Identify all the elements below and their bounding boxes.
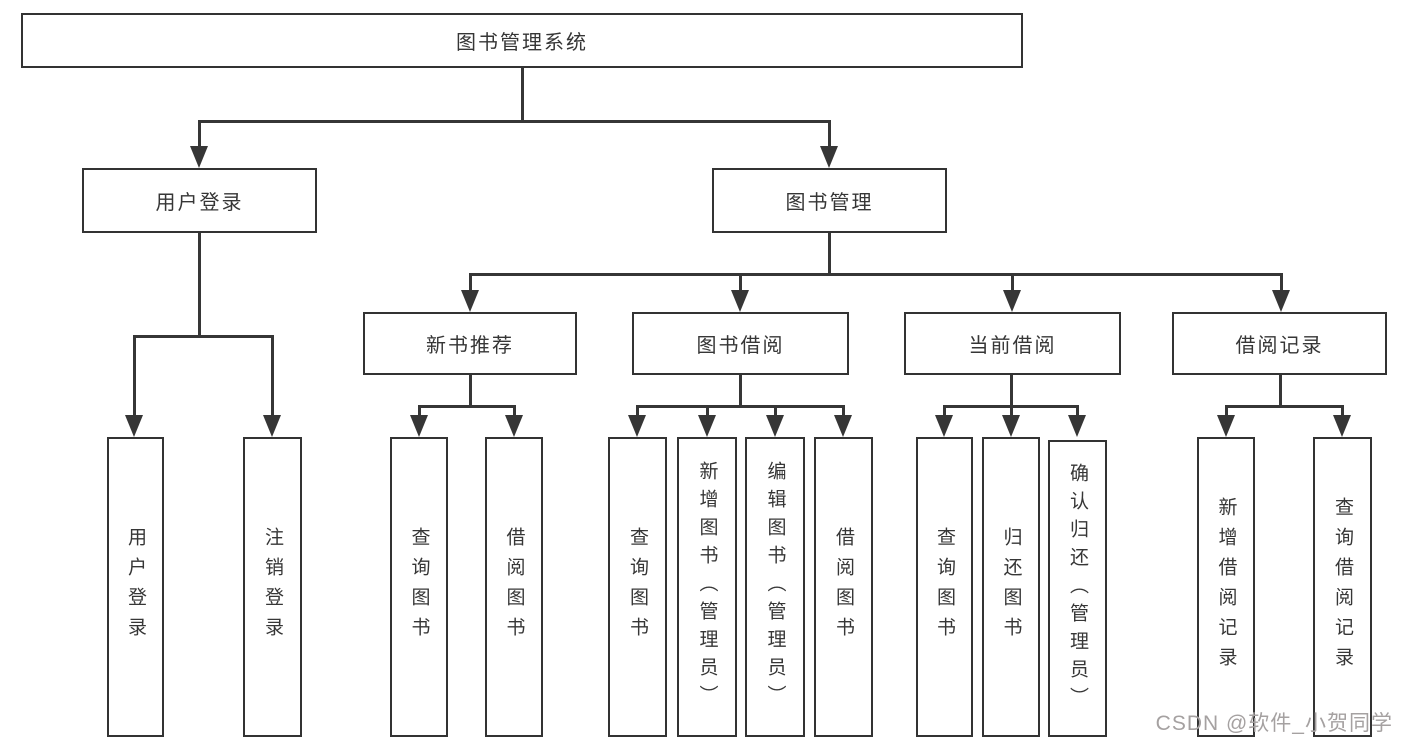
arrowhead-down-icon — [731, 290, 749, 312]
arrowhead-down-icon — [1272, 290, 1290, 312]
leaf-bookborrow-add-books: 新增图书（管理员） — [677, 437, 737, 737]
arrowhead-down-icon — [1333, 415, 1351, 437]
arrowhead-down-icon — [628, 415, 646, 437]
leaf-current-return-books-label: 归还图书 — [1000, 527, 1022, 647]
connector-line — [1341, 405, 1344, 419]
leaf-current-query-books: 查询图书 — [916, 437, 973, 737]
connector-line — [1076, 405, 1079, 419]
leaf-user-login: 用户登录 — [107, 437, 164, 737]
node-current-borrow: 当前借阅 — [904, 312, 1121, 375]
node-book-borrow-label: 图书借阅 — [696, 335, 785, 357]
leaf-bookborrow-borrow-books: 借阅图书 — [814, 437, 873, 737]
connector-line — [1226, 405, 1343, 408]
connector-line — [198, 120, 201, 148]
leaf-current-return-books: 归还图书 — [982, 437, 1040, 737]
arrowhead-down-icon — [1002, 415, 1020, 437]
node-book-borrow: 图书借阅 — [632, 312, 849, 375]
connector-line — [1010, 405, 1013, 419]
arrowhead-down-icon — [410, 415, 428, 437]
node-borrow-records-label: 借阅记录 — [1235, 335, 1324, 357]
connector-line — [706, 405, 709, 419]
arrowhead-down-icon — [190, 146, 208, 168]
connector-line — [470, 273, 1282, 276]
arrowhead-down-icon — [263, 415, 281, 437]
node-new-books-label: 新书推荐 — [426, 335, 514, 357]
leaf-bookborrow-edit-books: 编辑图书（管理员） — [745, 437, 805, 737]
arrowhead-down-icon — [935, 415, 953, 437]
leaf-records-add-record-label: 新增借阅记录 — [1215, 497, 1237, 677]
connector-line — [842, 405, 845, 419]
connector-line — [199, 120, 831, 123]
node-root-label: 图书管理系统 — [456, 32, 588, 54]
connector-line — [1279, 375, 1282, 407]
connector-line — [739, 375, 742, 407]
connector-line — [1225, 405, 1228, 419]
leaf-user-login-label: 用户登录 — [125, 527, 146, 647]
connector-line — [198, 233, 201, 337]
node-user-login: 用户登录 — [82, 168, 317, 233]
leaf-bookborrow-query-books: 查询图书 — [608, 437, 667, 737]
connector-line — [828, 120, 831, 148]
arrowhead-down-icon — [834, 415, 852, 437]
csdn-watermark: CSDN @软件_小贺同学 — [1155, 712, 1393, 735]
arrowhead-down-icon — [505, 415, 523, 437]
connector-line — [828, 233, 831, 275]
arrowhead-down-icon — [1068, 415, 1086, 437]
node-book-mgmt-label: 图书管理 — [785, 192, 874, 214]
leaf-logout: 注销登录 — [243, 437, 302, 737]
connector-line — [513, 405, 516, 419]
connector-line — [521, 68, 524, 122]
connector-line — [739, 273, 742, 292]
leaf-logout-label: 注销登录 — [262, 527, 283, 647]
leaf-bookborrow-edit-books-label: 编辑图书（管理员） — [764, 461, 786, 713]
arrowhead-down-icon — [766, 415, 784, 437]
leaf-current-query-books-label: 查询图书 — [934, 527, 955, 647]
connector-line — [134, 335, 273, 338]
arrowhead-down-icon — [820, 146, 838, 168]
arrowhead-down-icon — [125, 415, 143, 437]
connector-line — [1280, 273, 1283, 292]
connector-line — [1011, 273, 1014, 292]
connector-line — [637, 405, 845, 408]
connector-line — [419, 405, 515, 408]
leaf-records-query-record: 查询借阅记录 — [1313, 437, 1372, 737]
arrowhead-down-icon — [1217, 415, 1235, 437]
connector-line — [943, 405, 946, 419]
leaf-bookborrow-query-books-label: 查询图书 — [627, 527, 648, 647]
leaf-current-confirm-return-label: 确认归还（管理员） — [1067, 462, 1088, 715]
leaf-newbooks-query-books-label: 查询图书 — [408, 527, 430, 647]
node-book-mgmt: 图书管理 — [712, 168, 947, 233]
arrowhead-down-icon — [698, 415, 716, 437]
connector-line — [418, 405, 421, 419]
leaf-bookborrow-borrow-books-label: 借阅图书 — [833, 527, 854, 647]
leaf-bookborrow-add-books-label: 新增图书（管理员） — [696, 461, 718, 713]
connector-line — [133, 335, 136, 421]
connector-line — [469, 273, 472, 292]
node-new-books: 新书推荐 — [363, 312, 577, 375]
connector-line — [1010, 375, 1013, 407]
leaf-current-confirm-return: 确认归还（管理员） — [1048, 440, 1107, 737]
arrowhead-down-icon — [1003, 290, 1021, 312]
leaf-newbooks-query-books: 查询图书 — [390, 437, 448, 737]
node-current-borrow-label: 当前借阅 — [968, 335, 1057, 357]
leaf-records-add-record: 新增借阅记录 — [1197, 437, 1255, 737]
connector-line — [271, 335, 274, 421]
leaf-records-query-record-label: 查询借阅记录 — [1332, 497, 1353, 677]
leaf-newbooks-borrow-books-label: 借阅图书 — [503, 527, 525, 647]
node-borrow-records: 借阅记录 — [1172, 312, 1387, 375]
leaf-newbooks-borrow-books: 借阅图书 — [485, 437, 543, 737]
connector-line — [636, 405, 639, 419]
connector-line — [774, 405, 777, 419]
connector-line — [469, 375, 472, 407]
arrowhead-down-icon — [461, 290, 479, 312]
node-user-login-label: 用户登录 — [155, 192, 244, 214]
node-root: 图书管理系统 — [21, 13, 1023, 68]
